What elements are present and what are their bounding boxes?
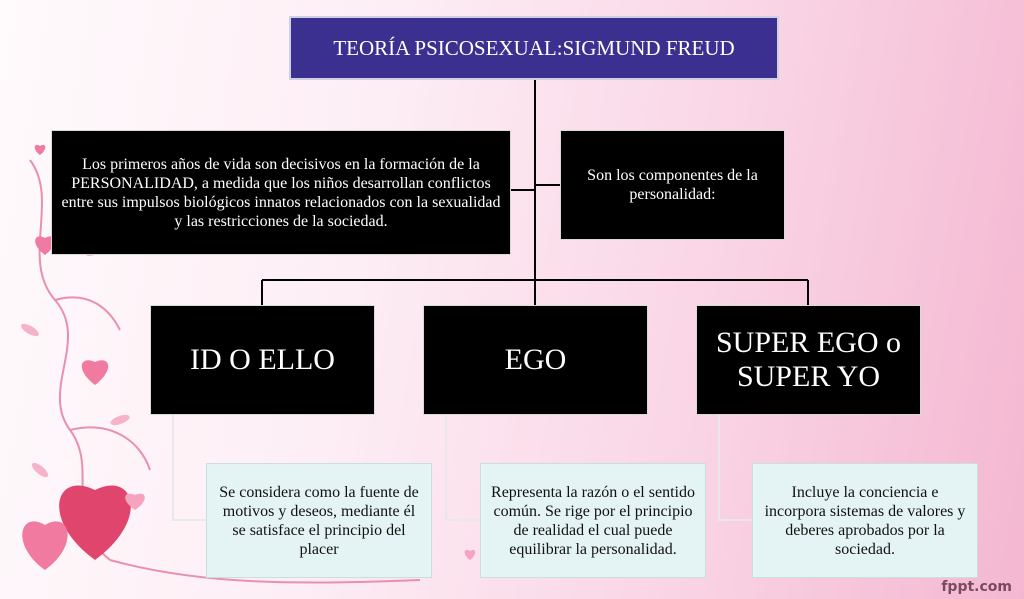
component-superego-box: SUPER EGO o SUPER YO	[696, 305, 921, 415]
component-id-box: ID O ELLO	[150, 305, 375, 415]
components-label: Son los componentes de la personalidad:	[560, 130, 785, 240]
diagram-title: TEORÍA PSICOSEXUAL:SIGMUND FREUD	[289, 16, 779, 80]
component-ego-detail: Representa la razón o el sentido común. …	[480, 463, 706, 578]
component-superego-detail: Incluye la conciencia e incorpora sistem…	[752, 463, 978, 578]
component-ego-box: EGO	[423, 305, 648, 415]
theory-description: Los primeros años de vida son decisivos …	[51, 130, 511, 255]
component-id-detail: Se considera como la fuente de motivos y…	[206, 463, 432, 578]
heart-icon-large	[59, 485, 131, 560]
watermark: fppt.com	[941, 579, 1012, 595]
